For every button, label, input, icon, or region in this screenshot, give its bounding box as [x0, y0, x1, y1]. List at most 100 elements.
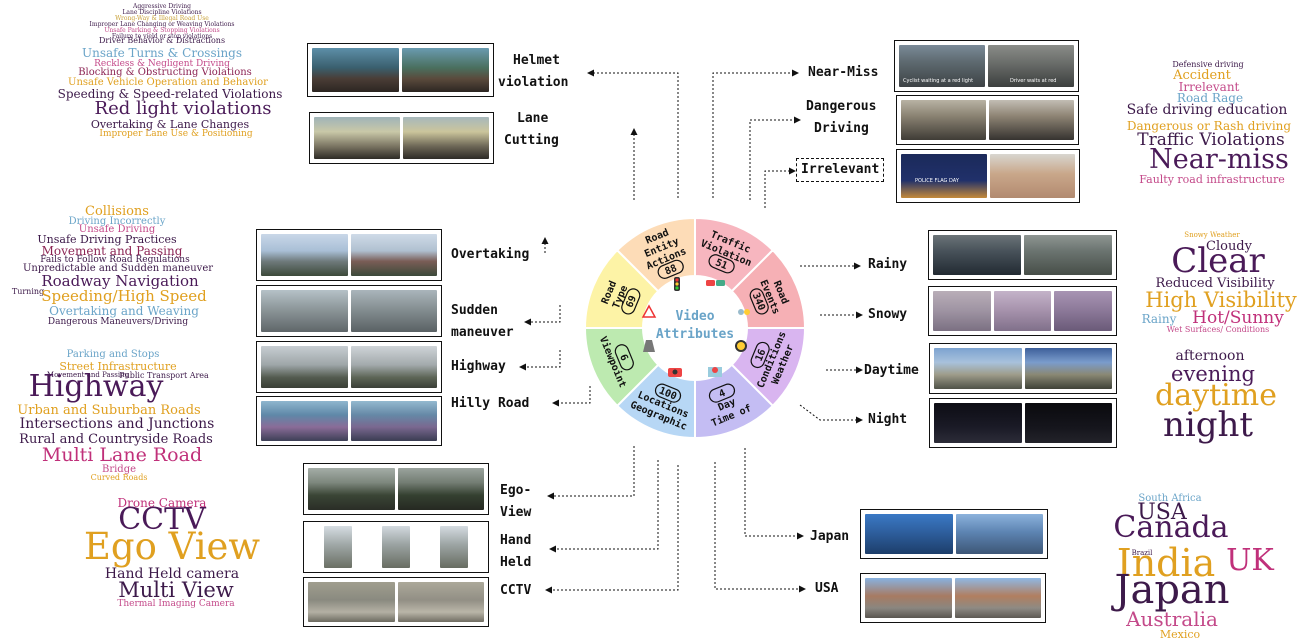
wordcloud-word: Improper Lane Use & Positioning: [99, 129, 253, 139]
video-frame: [865, 514, 953, 554]
video-frame: Driver waits at red: [988, 45, 1074, 87]
label-line: Near-Miss: [808, 65, 879, 80]
label-line: maneuver: [451, 325, 514, 340]
label-line: Ego-: [500, 483, 532, 498]
wordcloud-word: Wrong-Way & Illegal Road Use: [115, 15, 209, 22]
label-line: Hilly Road: [451, 396, 530, 411]
label-ego-view: Ego- View: [500, 480, 531, 524]
wordcloud-word: Curved Roads: [90, 473, 148, 482]
wordcloud-word: Unsafe Parking & Stopping Violations: [104, 27, 220, 34]
image-strip-rainy: [928, 230, 1117, 280]
wordcloud-word: Japan: [1114, 567, 1230, 613]
wordcloud-word: India: [1116, 541, 1216, 585]
video-frame: Cyclist waiting at a red light: [899, 45, 985, 87]
wordcloud-word: Ego View: [83, 525, 261, 568]
wordcloud-word: Unpredictable and Sudden maneuver: [22, 263, 214, 274]
label-line: Daytime: [864, 363, 919, 378]
wordcloud-word: Clear: [1171, 241, 1265, 281]
segment-count: 51: [714, 257, 729, 272]
image-strip-overtaking: [256, 229, 442, 281]
wordcloud-word: Faulty road infrastructure: [1139, 173, 1285, 186]
wordcloud-word: Accident: [1173, 68, 1231, 83]
connector-sudden: [524, 305, 561, 326]
label-sudden-maneuver: Sudden maneuver: [451, 300, 514, 344]
label-line: Driving: [814, 121, 869, 136]
wordcloud-word: Thermal Imaging Camera: [117, 599, 235, 609]
label-line: Overtaking: [451, 247, 530, 262]
image-strip-japan: [860, 509, 1048, 559]
wordcloud-word: Snowy Weather: [1184, 231, 1240, 239]
video-frame: [261, 290, 348, 332]
image-strip-daytime: [929, 343, 1117, 394]
wordcloud-word: Blocking & Obstructing Violations: [78, 67, 252, 78]
segment-count: 88: [663, 263, 678, 278]
label-line: Lane: [517, 111, 549, 126]
image-strip-highway: [256, 341, 442, 393]
label-night: Night: [868, 409, 907, 431]
wordcloud-word: Reckless & Negligent Driving: [94, 59, 230, 69]
video-frame: [865, 578, 952, 618]
connector-helmet: [587, 69, 679, 198]
wordcloud-word: UK: [1226, 543, 1274, 578]
segment-count-badge: [657, 259, 684, 279]
wordcloud-word: Canada: [1113, 510, 1229, 545]
label-rainy: Rainy: [868, 254, 907, 276]
connector-highway: [519, 350, 561, 371]
wordcloud-word: Near-miss: [1149, 144, 1289, 175]
wordcloud-word: evening: [1171, 362, 1255, 386]
image-strip-dangerous-driving: [896, 95, 1079, 145]
wordcloud-word: Failure to yield or stop violations: [111, 33, 213, 40]
video-frame: [382, 526, 410, 568]
image-strip-ego-view: [303, 463, 489, 515]
connector-dangerous: [749, 116, 801, 200]
connector-usa: [714, 462, 806, 593]
warning-sign-icon: [641, 304, 657, 318]
label-line: Helmet: [513, 53, 560, 68]
image-strip-lane-cutting: [309, 112, 494, 164]
segment-count-badge: [750, 341, 770, 369]
label-line: Rainy: [868, 257, 908, 272]
wordcloud-word: Traffic Violations: [1137, 130, 1285, 150]
video-frame: [954, 578, 1041, 618]
wordcloud-word: Overtaking & Lane Changes: [90, 118, 250, 131]
wordcloud-word: Speeding & Speed-related Violations: [57, 87, 283, 101]
video-frame: [933, 291, 991, 331]
label-line: USA: [815, 581, 839, 596]
wordcloud-word: Fails to Follow Road Regulations: [40, 255, 190, 265]
video-frame: [440, 526, 468, 568]
video-frame: [312, 48, 399, 92]
video-frame: [403, 117, 489, 159]
image-caption: POLICE FLAG DAY: [915, 178, 959, 184]
video-frame: [1024, 235, 1112, 275]
wordcloud-word: Mexico: [1159, 628, 1201, 641]
video-frame: [261, 234, 348, 276]
wordcloud-word: Dangerous or Rash driving: [1126, 119, 1292, 133]
wordcloud-word: Intersections and Junctions: [19, 416, 215, 432]
video-frame: [402, 48, 489, 92]
image-strip-near-miss: Cyclist waiting at a red light Driver wa…: [894, 40, 1079, 92]
label-line: Snowy: [868, 307, 908, 322]
label-line: violation: [498, 75, 569, 90]
wordcloud-word: Parking and Stops: [66, 349, 160, 360]
wordcloud-word: Drone Camera: [117, 496, 207, 510]
video-frame: [324, 526, 352, 568]
wordcloud-word: Lane Discipline Violations: [122, 9, 202, 16]
wordcloud-word: Rural and Countryside Roads: [19, 432, 213, 447]
video-frame: [901, 100, 986, 140]
image-strip-night: [929, 398, 1117, 448]
video-frame: [934, 403, 1022, 443]
label-overtaking: Overtaking: [451, 244, 529, 266]
wordcloud-word: Safe driving education: [1126, 102, 1288, 118]
wordcloud-word: Bridge: [101, 464, 137, 475]
image-strip-usa: [860, 573, 1046, 623]
wordcloud-word: Irrelevant: [1178, 80, 1240, 94]
connector-handheld: [549, 460, 659, 553]
image-strip-helmet-violation: [307, 43, 494, 97]
image-strip-hand-held: [303, 521, 489, 573]
label-hilly-road: Hilly Road: [451, 393, 529, 415]
segment-count-badge: [708, 383, 736, 403]
weather-icon: [738, 309, 750, 315]
label-daytime: Daytime: [864, 360, 919, 382]
wordcloud-word: Unsafe Driving: [78, 224, 156, 235]
